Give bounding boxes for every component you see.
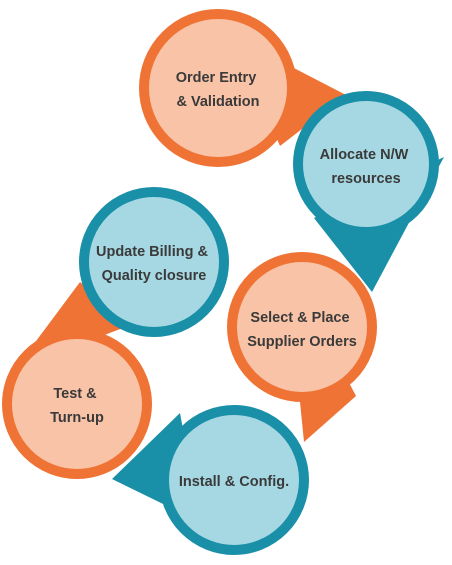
node-circle xyxy=(227,252,377,402)
node-label: Select & Place Supplier Orders xyxy=(247,310,357,350)
node-order-entry: Order Entry & Validation xyxy=(139,9,297,167)
node-label: Update Billing & Quality closure xyxy=(96,244,212,284)
node-install-config: Install & Config. xyxy=(159,405,309,555)
node-allocate-nw: Allocate N/W resources xyxy=(293,91,439,237)
node-circle xyxy=(79,187,229,337)
node-test-turnup: Test & Turn-up xyxy=(2,329,152,479)
node-circle xyxy=(159,405,309,555)
node-label: Install & Config. xyxy=(179,474,289,490)
node-circle xyxy=(293,91,439,237)
node-label: Test & Turn-up xyxy=(50,386,104,426)
node-select-place: Select & Place Supplier Orders xyxy=(227,252,377,402)
node-update-billing: Update Billing & Quality closure xyxy=(79,187,229,337)
node-circle xyxy=(139,9,297,167)
node-circle xyxy=(2,329,152,479)
node-label: Order Entry & Validation xyxy=(176,70,261,110)
node-label: Allocate N/W resources xyxy=(320,147,413,187)
